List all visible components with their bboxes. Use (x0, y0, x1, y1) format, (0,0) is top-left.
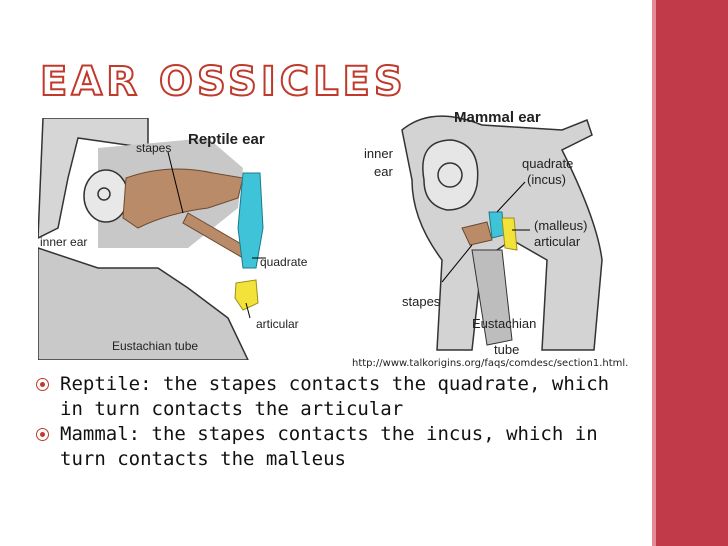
mammal-label-inner: inner (364, 146, 394, 161)
mammal-label-eustachian: Eustachian (472, 316, 536, 331)
reptile-label-eustachian: Eustachian tube (112, 339, 198, 353)
mammal-title: Mammal ear (454, 109, 541, 126)
mammal-label-ear: ear (374, 164, 393, 179)
image-credit-link[interactable]: http://www.talkorigins.org/faqs/comdesc/… (350, 358, 631, 369)
mammal-label-malleus: (malleus) (534, 218, 587, 233)
mammal-label-stapes: stapes (402, 294, 441, 309)
right-decorative-bar (652, 0, 728, 546)
mammal-ear-diagram: Mammal ear inner ear quadrate (incus) (m… (364, 109, 603, 357)
reptile-label-inner-ear: inner ear (40, 235, 87, 249)
bullet-item-reptile: Reptile: the stapes contacts the quadrat… (34, 372, 634, 422)
bullet-text-mammal: Mammal: the stapes contacts the incus, w… (60, 423, 598, 470)
slide-title: Ear Ossicles (39, 59, 407, 105)
bullet-text-reptile: Reptile: the stapes contacts the quadrat… (60, 373, 610, 420)
reptile-label-quadrate: quadrate (260, 255, 308, 269)
mammal-label-articular: articular (534, 234, 581, 249)
reptile-ear-diagram: Reptile ear stapes inner ear quadrate ar… (38, 118, 308, 360)
mammal-label-tube: tube (494, 342, 519, 357)
bullet-list: Reptile: the stapes contacts the quadrat… (34, 372, 634, 472)
right-bar-stripe (652, 0, 656, 546)
bullet-item-mammal: Mammal: the stapes contacts the incus, w… (34, 422, 634, 472)
reptile-label-stapes: stapes (136, 141, 171, 155)
mammal-label-quadrate: quadrate (522, 156, 573, 171)
reptile-label-articular: articular (256, 317, 299, 331)
title-area: Ear Ossicles (39, 59, 407, 105)
bullet-icon (34, 422, 60, 472)
mammal-label-incus: (incus) (527, 172, 566, 187)
bullet-icon (34, 372, 60, 422)
reptile-title: Reptile ear (188, 131, 265, 148)
